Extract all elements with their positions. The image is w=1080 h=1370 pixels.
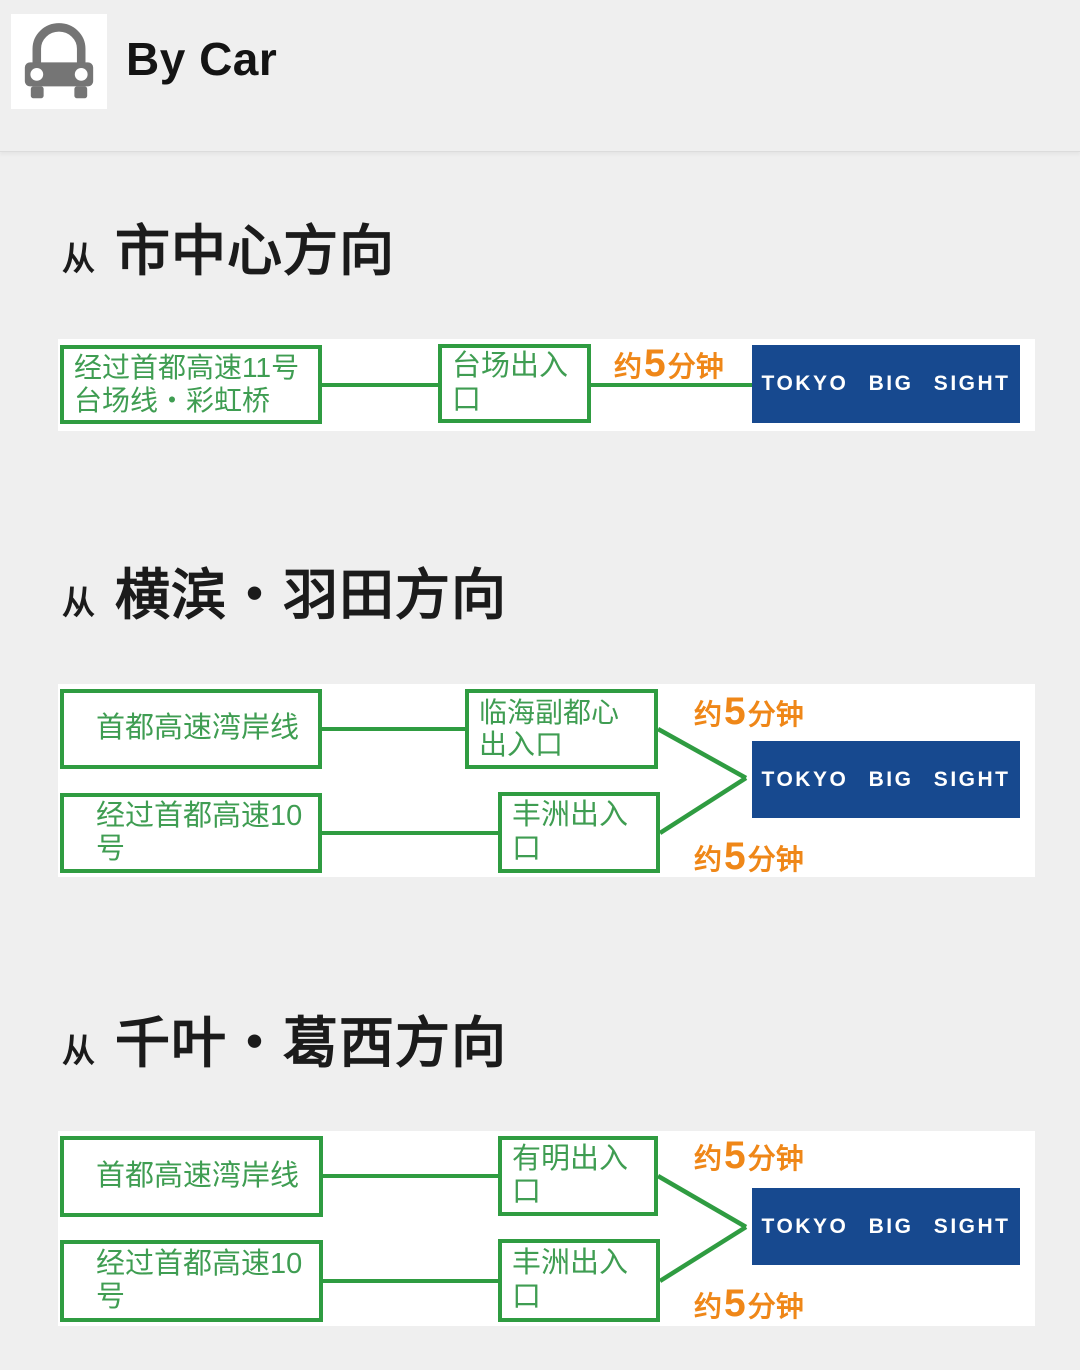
duration-label: 约 5 分钟	[694, 837, 804, 876]
exit-box: 台场出入口	[438, 344, 591, 423]
duration-number: 5	[644, 342, 666, 385]
duration-suf: 分钟	[747, 699, 804, 730]
heading-title: 横滨・羽田方向	[115, 564, 508, 626]
exit-box: 丰洲出入口	[498, 1239, 660, 1322]
connector-line	[591, 383, 752, 387]
heading-prefix: 从	[62, 584, 95, 621]
exit-box: 临海副都心 出入口	[465, 689, 658, 769]
heading-prefix: 从	[62, 1032, 95, 1069]
route-diagram-chiba-kasai: 首都高速湾岸线 有明出入口 经过首都高速10号 丰洲出入口 约 5 分钟 约 5…	[58, 1131, 1035, 1326]
duration-number: 5	[724, 1282, 746, 1325]
duration-label: 约 5 分钟	[694, 692, 804, 731]
route-start-box: 经过首都高速10号	[60, 793, 322, 873]
route-start-box: 经过首都高速11号 台场线・彩虹桥	[60, 345, 322, 424]
duration-pre: 约	[694, 699, 723, 730]
route-diagram-city-center: 经过首都高速11号 台场线・彩虹桥 台场出入口 约 5 分钟 TOKYO BIG…	[58, 339, 1035, 431]
car-icon-tile	[11, 14, 107, 109]
by-car-header: By Car	[0, 0, 1080, 152]
route-start-box: 首都高速湾岸线	[60, 689, 322, 769]
duration-number: 5	[724, 835, 746, 878]
destination-box: TOKYO BIG SIGHT	[752, 741, 1020, 818]
section-heading-yokohama-haneda: 从 横滨・羽田方向	[62, 550, 507, 630]
duration-pre: 约	[614, 351, 643, 382]
heading-title: 市中心方向	[115, 220, 396, 282]
duration-number: 5	[724, 690, 746, 733]
route-start-box: 经过首都高速10号	[60, 1240, 323, 1322]
duration-pre: 约	[694, 844, 723, 875]
heading-title: 千叶・葛西方向	[115, 1012, 508, 1074]
duration-label: 约 5 分钟	[694, 1136, 804, 1175]
car-icon	[18, 18, 100, 105]
connector-line	[323, 1174, 498, 1178]
connector-line	[322, 727, 465, 731]
duration-label: 约 5 分钟	[694, 1284, 804, 1323]
connector-line	[322, 831, 498, 835]
duration-suf: 分钟	[747, 1143, 804, 1174]
duration-label: 约 5 分钟	[614, 344, 724, 383]
exit-box: 丰洲出入口	[498, 792, 660, 873]
destination-box: TOKYO BIG SIGHT	[752, 345, 1020, 423]
section-heading-city-center: 从 市中心方向	[62, 206, 395, 286]
duration-suf: 分钟	[747, 844, 804, 875]
connector-line	[322, 383, 440, 387]
duration-suf: 分钟	[747, 1291, 804, 1322]
route-diagram-yokohama-haneda: 首都高速湾岸线 临海副都心 出入口 经过首都高速10号 丰洲出入口 约 5 分钟…	[58, 684, 1035, 877]
connector-line	[323, 1279, 498, 1283]
section-heading-chiba-kasai: 从 千叶・葛西方向	[62, 998, 507, 1078]
exit-box: 有明出入口	[498, 1136, 658, 1216]
route-start-box: 首都高速湾岸线	[60, 1136, 323, 1217]
duration-suf: 分钟	[667, 351, 724, 382]
destination-box: TOKYO BIG SIGHT	[752, 1188, 1020, 1265]
page-title: By Car	[126, 33, 278, 85]
duration-pre: 约	[694, 1143, 723, 1174]
duration-number: 5	[724, 1134, 746, 1177]
duration-pre: 约	[694, 1291, 723, 1322]
heading-prefix: 从	[62, 240, 95, 277]
